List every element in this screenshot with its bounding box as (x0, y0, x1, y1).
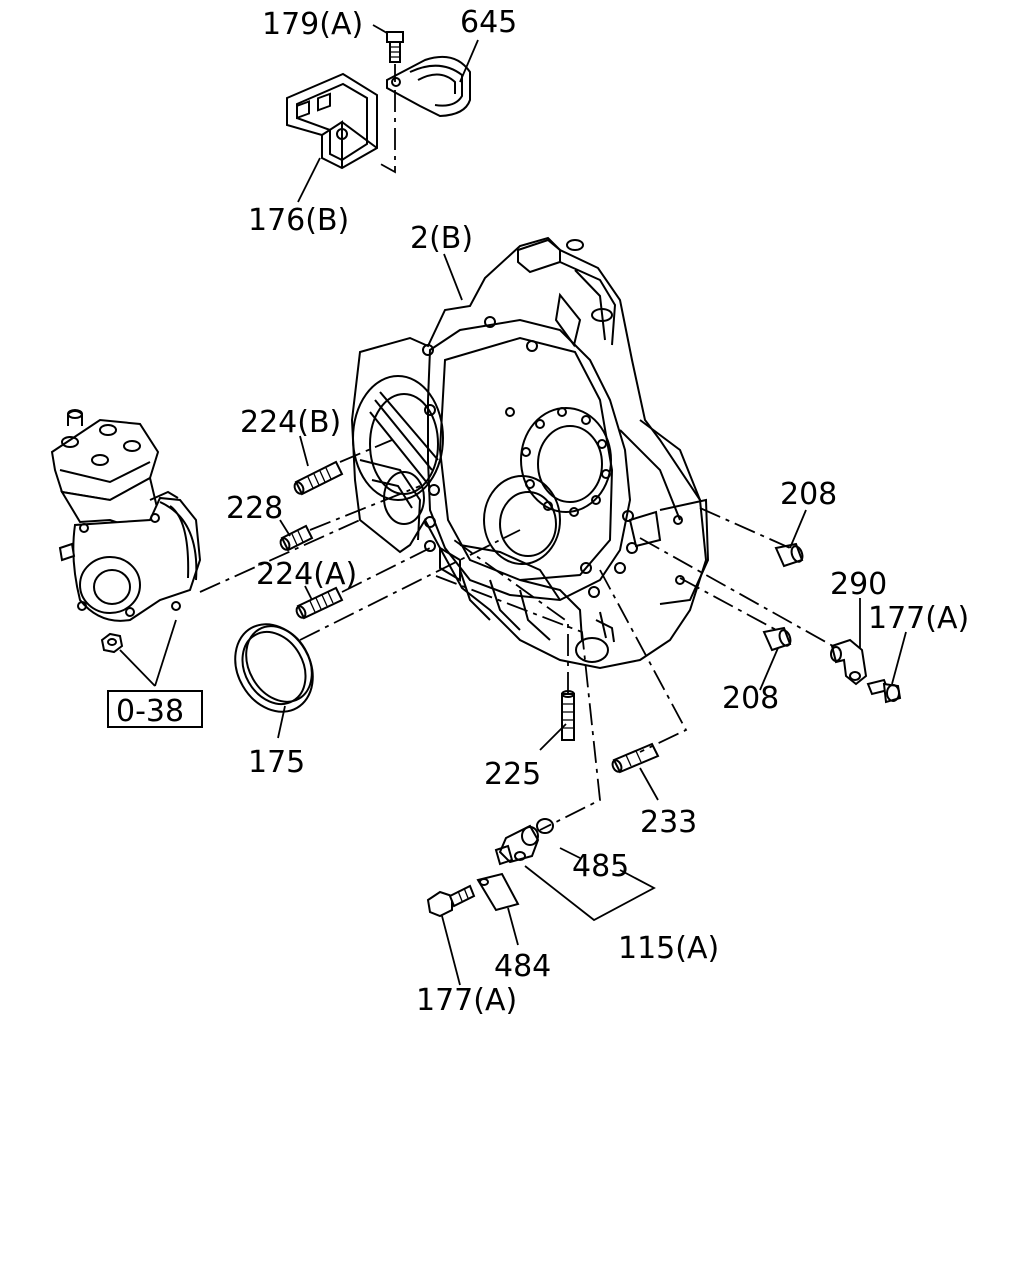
label-175: 175 (248, 745, 305, 780)
label-225: 225 (484, 757, 541, 792)
stud-228 (279, 524, 314, 552)
reference-box-0-38 (107, 690, 203, 728)
stud-224b (293, 460, 344, 496)
label-645: 645 (460, 5, 517, 40)
label-176b: 176(B) (248, 203, 349, 238)
bolt-179a-top (386, 31, 404, 63)
stud-225 (561, 690, 575, 741)
plug-208-lower (762, 626, 792, 652)
oil-seal-175 (234, 623, 314, 713)
label-208-upper: 208 (780, 477, 837, 512)
label-177a-right: 177(A) (868, 601, 969, 636)
clip-645 (386, 56, 471, 118)
bolt-177a-right (866, 678, 902, 704)
label-0-38: 0-38 (116, 694, 184, 729)
stud-224a (295, 586, 344, 620)
label-290: 290 (830, 567, 887, 602)
label-2b: 2(B) (410, 221, 473, 256)
air-compressor-0-38 (50, 409, 202, 622)
label-233: 233 (640, 805, 697, 840)
label-228: 228 (226, 491, 283, 526)
sensor-290 (830, 638, 868, 686)
flywheel-housing-2b (350, 236, 710, 670)
label-224a: 224(A) (256, 557, 357, 592)
bracket-484 (476, 872, 520, 912)
label-484: 484 (494, 949, 551, 984)
label-485: 485 (572, 849, 629, 884)
plug-208-upper (774, 542, 804, 568)
label-224b: 224(B) (240, 405, 341, 440)
bracket-176b (286, 72, 378, 170)
bolt-177a-bottom (426, 884, 476, 918)
o-ring-485 (536, 818, 554, 834)
nut-0-38 (100, 632, 124, 654)
sensor-115a (494, 824, 540, 866)
label-177a-bottom: 177(A) (416, 983, 517, 1018)
label-115a: 115(A) (618, 931, 719, 966)
label-179a-top: 179(A) (262, 7, 363, 42)
stud-233 (611, 742, 660, 774)
label-208-lower: 208 (722, 681, 779, 716)
